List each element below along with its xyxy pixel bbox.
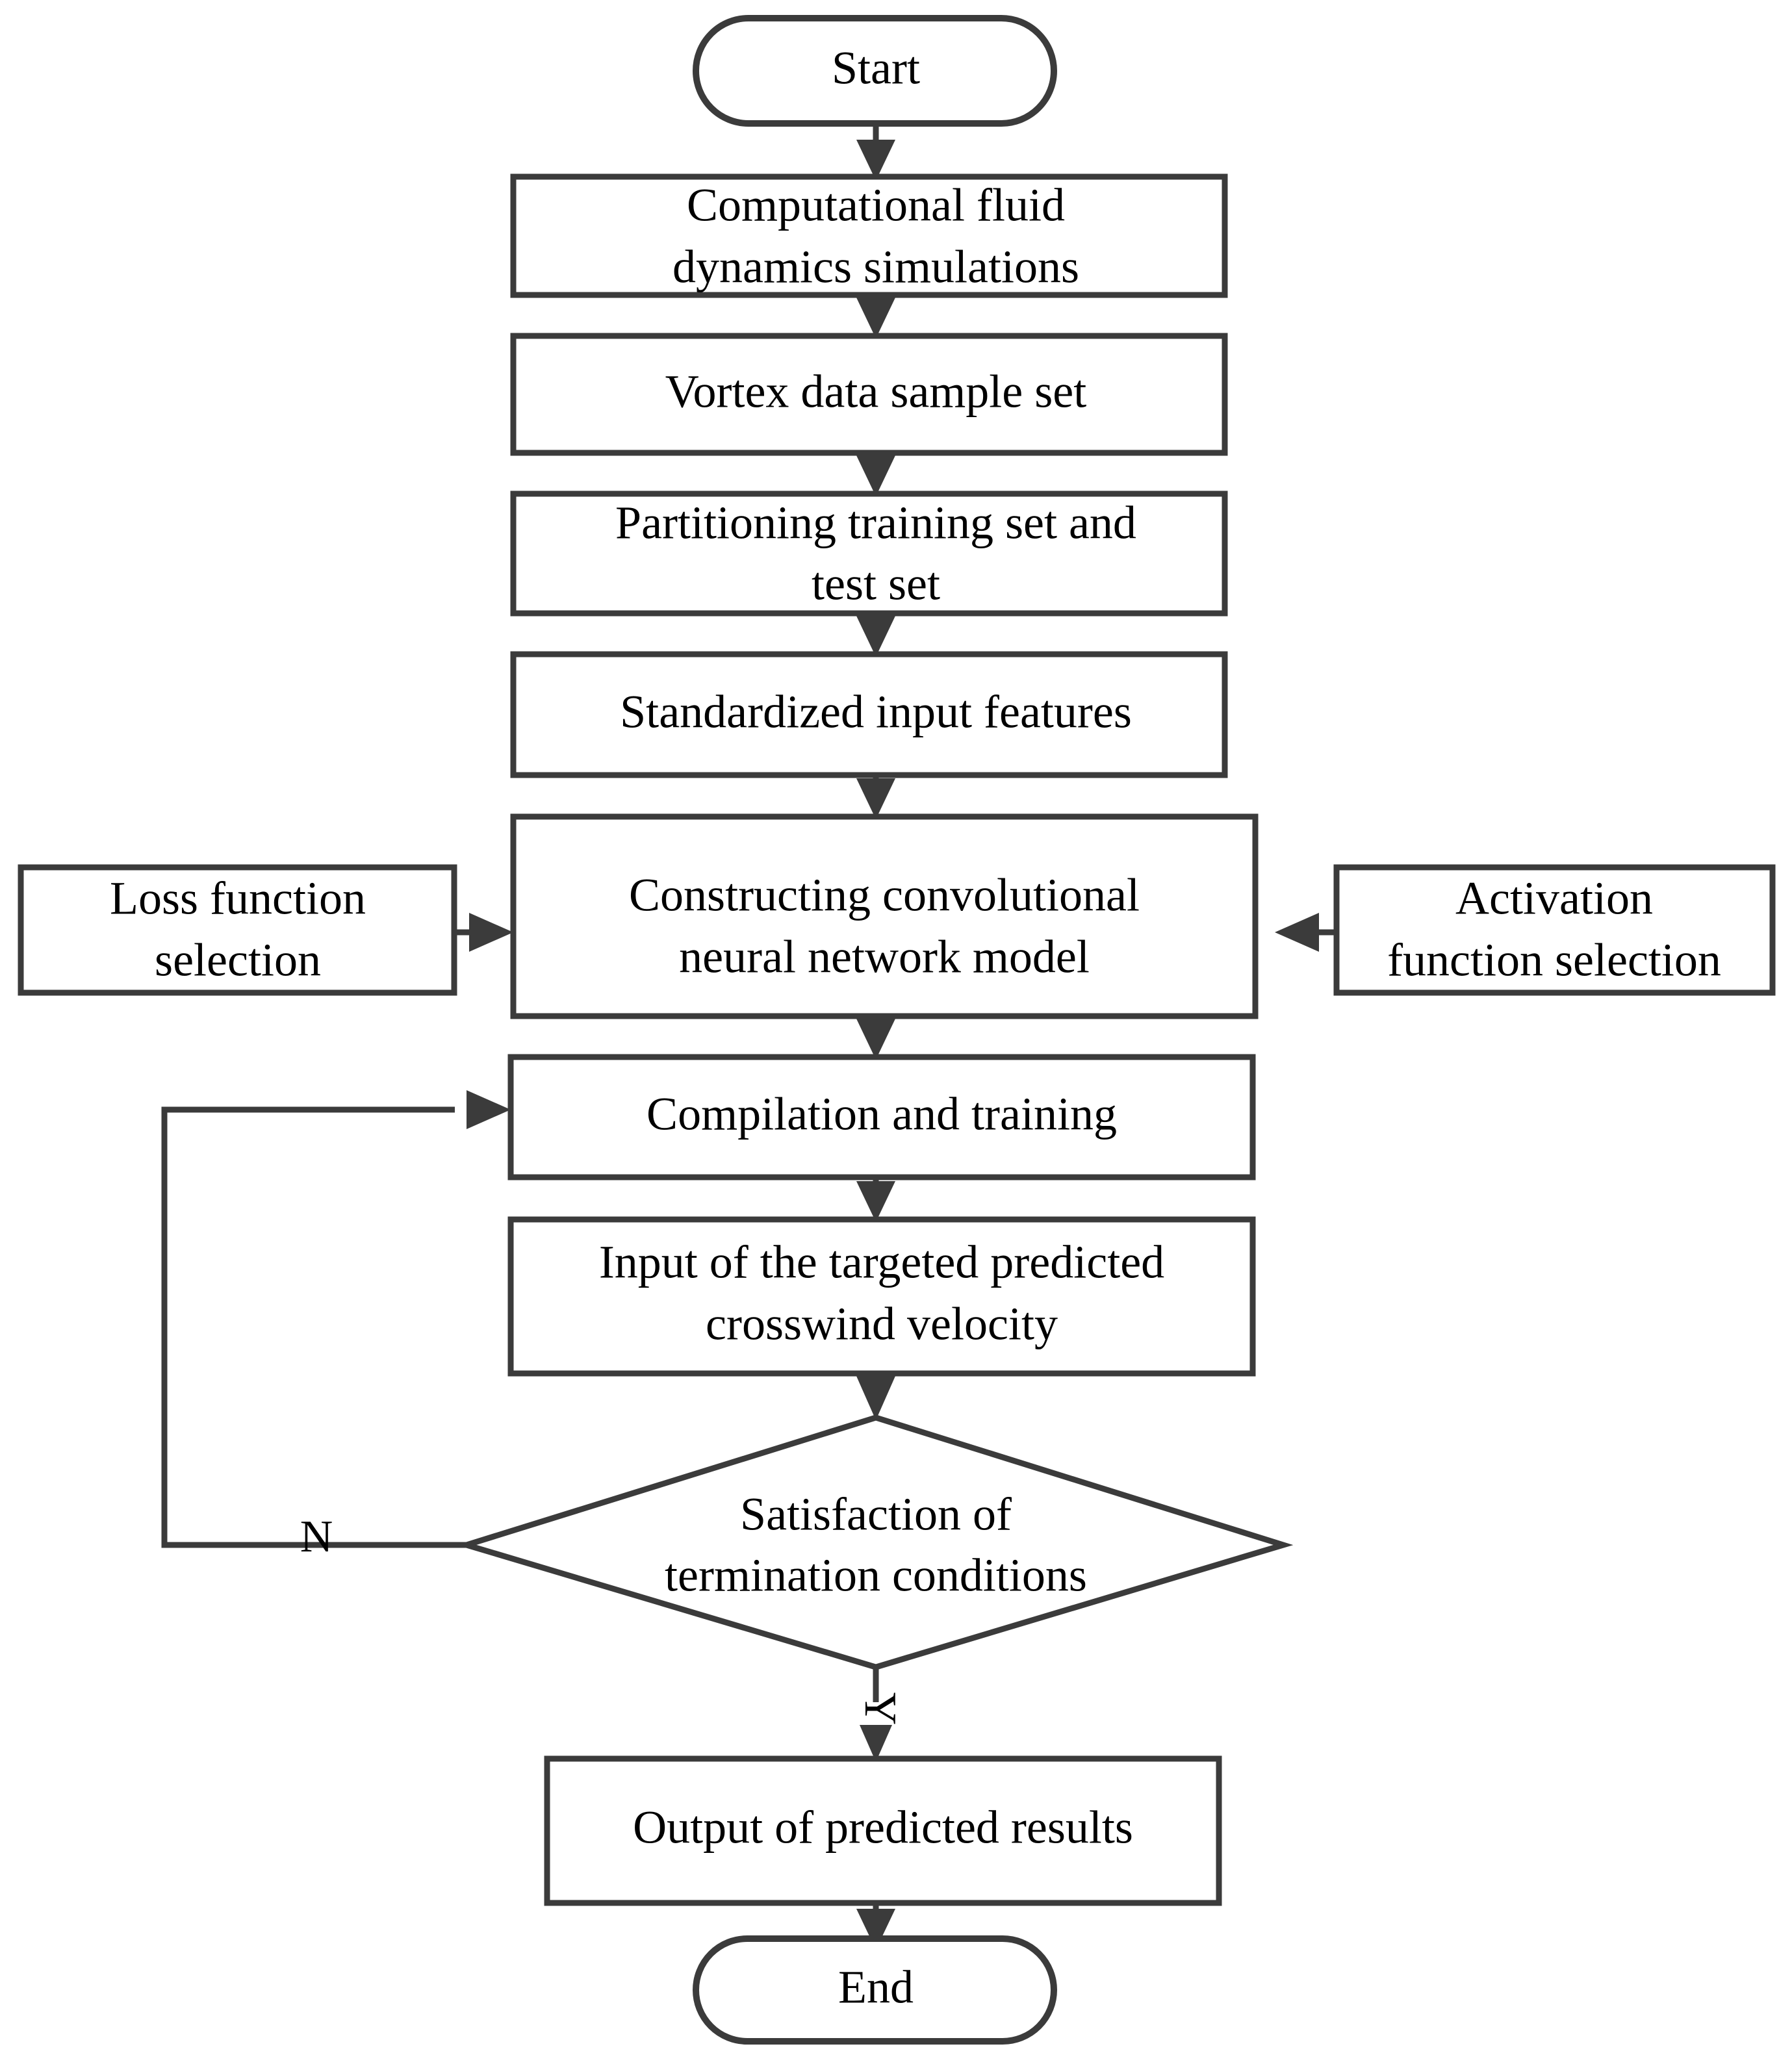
node-cfd-line2: dynamics simulations <box>672 241 1079 293</box>
edge-label-no: N <box>300 1512 333 1562</box>
edge-standardize-to-construct <box>856 773 895 819</box>
node-constructing-cnn-model[interactable]: Constructing convolutional neural networ… <box>510 813 1259 1019</box>
node-end-label: End <box>838 1961 914 2013</box>
node-loss-line2: selection <box>155 934 321 986</box>
node-loss-function-selection[interactable]: Loss function selection <box>18 864 457 996</box>
node-compile-line1: Compilation and training <box>646 1088 1117 1140</box>
edge-partition-to-standardize <box>856 611 895 657</box>
edge-start-to-cfd <box>856 123 895 181</box>
node-construct-line1: Constructing convolutional <box>629 869 1140 921</box>
node-loss-line1: Loss function <box>110 873 366 924</box>
edge-construct-to-compile <box>856 1014 895 1060</box>
edge-label-yes: Y <box>855 1692 905 1726</box>
node-output-line1: Output of predicted results <box>633 1802 1133 1854</box>
edge-input-to-decision <box>856 1371 895 1420</box>
node-standardized-input-features[interactable]: Standardized input features <box>510 651 1228 778</box>
node-cfd-simulations[interactable]: Computational fluid dynamics simulations <box>510 173 1228 298</box>
node-input-line2: crosswind velocity <box>706 1298 1058 1350</box>
node-activation-line2: function selection <box>1387 934 1721 986</box>
edge-loss-to-construct <box>454 913 513 952</box>
node-decision-line2: termination conditions <box>665 1549 1087 1601</box>
edge-decision-yes-to-output <box>860 1667 892 1762</box>
node-termination-decision[interactable]: Satisfaction of termination conditions <box>456 1414 1294 1670</box>
node-cfd-line1: Computational fluid <box>687 179 1065 231</box>
node-output-predicted-results[interactable]: Output of predicted results <box>544 1755 1222 1906</box>
node-construct-line2: neural network model <box>679 931 1090 983</box>
node-compilation-and-training[interactable]: Compilation and training <box>507 1054 1256 1180</box>
edge-compile-to-input <box>856 1176 895 1222</box>
edge-decision-no-to-compile <box>161 1090 511 1548</box>
edge-activation-to-construct <box>1275 913 1337 952</box>
edge-vortex-to-partition <box>856 450 895 496</box>
node-activation-line1: Activation <box>1455 873 1653 924</box>
node-partition-line2: test set <box>812 558 940 610</box>
node-start-label: Start <box>832 42 920 94</box>
node-partition-line1: Partitioning training set and <box>615 497 1136 549</box>
node-standardize-line1: Standardized input features <box>620 686 1132 738</box>
edge-cfd-to-vortex <box>856 292 895 338</box>
node-activation-function-selection[interactable]: Activation function selection <box>1333 864 1776 996</box>
node-start[interactable]: Start <box>693 15 1057 127</box>
node-vortex-line1: Vortex data sample set <box>665 366 1087 418</box>
node-partition-sets[interactable]: Partitioning training set and test set <box>510 491 1228 617</box>
node-end[interactable]: End <box>693 1935 1057 2045</box>
node-input-crosswind-velocity[interactable]: Input of the targeted predicted crosswin… <box>507 1216 1256 1377</box>
node-input-line1: Input of the targeted predicted <box>599 1236 1164 1288</box>
node-decision-line1: Satisfaction of <box>740 1488 1012 1540</box>
node-vortex-data-sample-set[interactable]: Vortex data sample set <box>510 333 1228 456</box>
